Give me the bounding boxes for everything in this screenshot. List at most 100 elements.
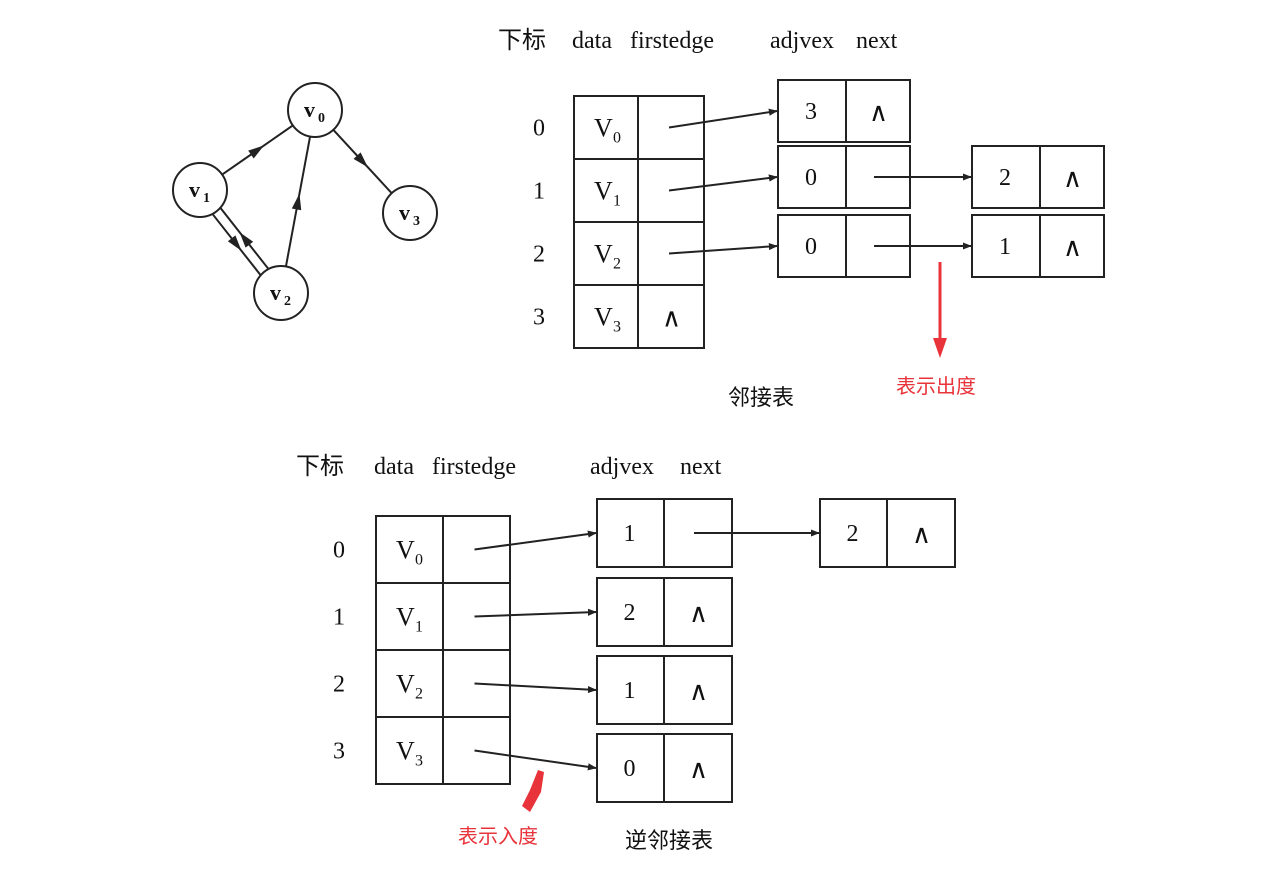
vertex-subscript: 3: [415, 753, 423, 770]
null-symbol: ∧: [689, 755, 708, 784]
pointer-arrow: [668, 108, 778, 129]
annotation-pointer-arrowhead: [933, 338, 947, 358]
next-cell: [663, 655, 733, 725]
node-subscript: 0: [318, 111, 325, 126]
adjvex-cell: [819, 498, 888, 568]
adjvex-cell: [777, 214, 847, 278]
header-next: next: [680, 454, 722, 480]
row-index: 0: [533, 116, 545, 142]
edge-node: 1: [596, 498, 733, 568]
vertex-name: V: [594, 177, 613, 206]
null-symbol: ∧: [1063, 233, 1082, 262]
adjvex-value: 2: [624, 600, 636, 626]
row-index: 3: [533, 305, 545, 331]
next-cell: [663, 577, 733, 647]
row-index: 1: [533, 179, 545, 205]
vertex-name: V: [594, 240, 613, 269]
null-symbol: ∧: [912, 520, 931, 549]
vertex-subscript: 2: [613, 256, 621, 273]
adjacency-list-headers: 下标 data firstedge adjvex next: [498, 26, 898, 54]
pointer-arrow: [474, 749, 597, 771]
header-firstedge: firstedge: [630, 28, 714, 54]
row-index: 2: [333, 672, 345, 698]
adjacency-list-caption: 邻接表: [728, 386, 794, 411]
adjvex-cell: [596, 577, 665, 647]
out-degree-label: 表示出度: [896, 374, 976, 398]
graph-edge-arrowhead-v2-v0: [291, 193, 302, 211]
row-index: 3: [333, 739, 345, 765]
graph-node-v2: v 2: [253, 265, 309, 321]
header-adjvex: adjvex: [590, 454, 654, 480]
adjvex-cell: [971, 145, 1041, 209]
header-index: 下标: [498, 26, 546, 54]
edge-node: 2∧: [971, 145, 1105, 209]
adjvex-value: 1: [624, 521, 636, 547]
adjvex-value: 1: [999, 234, 1011, 260]
in-degree-label: 表示入度: [458, 824, 538, 848]
vertex-subscript: 1: [415, 619, 423, 636]
edge-node: 2∧: [819, 498, 956, 568]
header-data: data: [374, 454, 414, 480]
row-index: 1: [333, 605, 345, 631]
adjvex-value: 1: [624, 678, 636, 704]
null-symbol: ∧: [662, 304, 681, 333]
adjvex-cell: [777, 145, 847, 209]
in-degree-annotation: 表示入度: [458, 770, 544, 848]
next-cell: [845, 79, 911, 143]
graph-edge-arrowhead-v1-v2: [227, 235, 242, 251]
vertex-data-cell: [573, 221, 639, 286]
vertex-name: V: [396, 603, 415, 632]
inverse-adjacency-list-caption: 逆邻接表: [625, 829, 713, 854]
directed-graph: v 0 v 1 v 2 v 3: [172, 82, 438, 321]
header-firstedge: firstedge: [432, 454, 516, 480]
vertex-subscript: 3: [613, 319, 621, 336]
node-subscript: 1: [203, 191, 210, 206]
graph-node-v0: v 0: [287, 82, 343, 138]
vertex-data-cell: [375, 582, 444, 651]
vertex-name: V: [594, 114, 613, 143]
vertex-data-cell: [375, 649, 444, 718]
vertex-name: V: [396, 737, 415, 766]
null-symbol: ∧: [1063, 164, 1082, 193]
node-letter: v: [270, 280, 281, 305]
vertex-data-cell: [573, 95, 639, 160]
edge-node: 1∧: [596, 655, 733, 725]
next-cell: [886, 498, 956, 568]
out-degree-annotation: 表示出度: [896, 262, 976, 398]
node-letter: v: [189, 177, 200, 202]
node-subscript: 3: [413, 214, 420, 229]
header-next: next: [856, 28, 898, 54]
adjvex-value: 0: [805, 234, 817, 260]
next-cell: [1039, 214, 1105, 278]
adjvex-cell: [596, 498, 665, 568]
vertex-data-cell: [375, 515, 444, 584]
graph-edges: [211, 124, 393, 276]
vertex-subscript: 2: [415, 686, 423, 703]
adjvex-cell: [596, 655, 665, 725]
adjvex-value: 0: [805, 165, 817, 191]
vertex-subscript: 0: [415, 552, 423, 569]
header-data: data: [572, 28, 612, 54]
row-index: 0: [333, 538, 345, 564]
adjvex-cell: [971, 214, 1041, 278]
edge-node: 0∧: [596, 733, 733, 803]
vertex-data-cell: [573, 158, 639, 223]
node-letter: v: [304, 97, 315, 122]
adjvex-cell: [596, 733, 665, 803]
adjvex-value: 2: [999, 165, 1011, 191]
next-cell: [663, 733, 733, 803]
vertex-name: V: [396, 670, 415, 699]
node-letter: v: [399, 200, 410, 225]
edge-node: 0: [777, 214, 911, 278]
pointer-arrow: [668, 242, 778, 255]
null-symbol: ∧: [869, 98, 888, 127]
